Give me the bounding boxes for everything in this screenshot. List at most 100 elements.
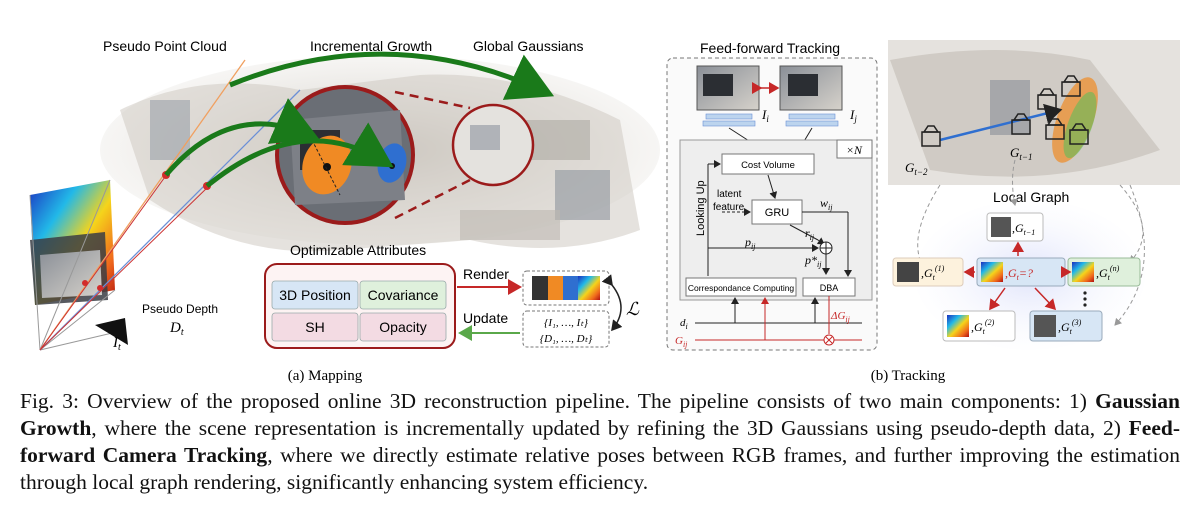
gru-label: GRU [765,207,790,219]
iteration-count: ×N [846,143,863,157]
tracking-panel: Feed-forward Tracking Ii Ij ×N Cost Volu… [666,40,1180,384]
scene-furniture [150,100,190,160]
attr-3d-position [271,280,359,310]
ray-red [39,169,171,351]
green-arrow-2 [205,122,394,188]
graph-link-dashed [1114,184,1145,326]
g-update-x [825,336,833,344]
feed-forward-label: Feed-forward Tracking [700,40,840,56]
camera-icon [1061,75,1081,97]
pose-arrow [939,103,1063,142]
frame-j-label: Ij [849,107,857,124]
frame-i-label: Ii [761,107,769,124]
graph-edge [989,287,1006,311]
gt-set-box [522,310,610,348]
depth-symbol: Dt [169,320,184,338]
node-bl-label: ,Gt(2) [971,318,995,336]
gaussian-center [323,163,331,171]
cv-to-gru [767,174,778,199]
camera-icon [1011,113,1031,135]
ellipsis-dot [1083,297,1087,301]
looking-up-label: Looking Up [695,180,707,236]
gaussian-ellipse [1063,91,1097,159]
attr-label: 3D Position [279,287,351,303]
figure: Pseudo Point Cloud Incremental Growth Gl… [29,38,1180,384]
frame-j-monitor [788,74,818,96]
mapping-panel: Pseudo Point Cloud Incremental Growth Gl… [29,38,660,384]
figure-caption: Fig. 3: Overview of the proposed online … [20,388,1180,496]
correspondence-label: Correspondance Computing [688,283,795,293]
encoder-bar [705,113,753,120]
graph-edge [1034,287,1057,311]
caption-mid1: , where the scene representation is incr… [91,416,1129,440]
node-center-label: ,Gt=? [1005,266,1033,282]
camera-icon [1037,88,1057,110]
r-line [789,224,819,241]
node-br-label: ,Gt(3) [1058,318,1082,336]
caption-term-gaussian-growth: Gaussian Growth [20,389,1180,440]
mapping-subcaption: (a) Mapping [288,368,363,384]
camera-icon [1045,118,1065,140]
correspondence-block [685,277,797,297]
node-thumbnail [897,262,919,282]
node-left-label: ,Gt(1) [921,264,945,282]
gru-block [751,199,803,225]
attr-sh [271,312,359,342]
p-ij-label: pij [744,235,756,251]
frustum-edge [29,194,41,351]
green-arrow-1 [164,98,320,177]
point-marker [82,280,88,286]
attr-covariance [359,280,447,310]
node-thumbnail [981,262,1003,282]
gaussian-center [389,163,395,169]
p-star-label: p*ij [804,253,822,269]
dba-label: DBA [820,283,839,293]
node-thumbnail [1034,315,1056,337]
w-ij-label: wij [820,196,833,212]
scene-floor [460,210,560,240]
zoom-link-top [394,90,471,110]
image-set-label: {I₁, …, Iₜ} [544,317,589,329]
camera-icon [1069,123,1089,145]
gaussian-axis [311,139,341,196]
latent-label-2: feature [713,202,745,213]
caption-term-camera-tracking: Feed-forward Camera Tracking [20,416,1180,467]
tracking-subcaption: (b) Tracking [871,368,946,384]
node-thumbnail [947,315,969,337]
depth-set-label: {D₁, …, Dₜ} [540,333,593,345]
update-label: Update [463,310,508,326]
frame-i-monitor [703,74,733,96]
node-top-label: ,Gt−1 [1012,221,1035,237]
latent-label-1: latent [717,189,742,200]
attr-opacity [359,312,447,342]
node-thumbnail [1072,262,1094,282]
ellipsis-dot [1083,303,1087,307]
ray-orange [39,59,246,351]
green-arrow-global [229,51,555,100]
encoder-bar [788,113,836,120]
incremental-growth-label: Incremental Growth [310,38,432,54]
pseudo-depth-label: Pseudo Depth [142,302,218,316]
caption-prefix: Fig. 3: Overview of the proposed online … [20,389,1096,413]
optimizable-attributes-label: Optimizable Attributes [290,242,426,258]
frustum-edge [39,289,116,351]
node-thumbnail [991,217,1011,237]
encoder-bar [702,120,756,127]
attr-label: Opacity [379,319,426,335]
local-graph-label: Local Graph [993,189,1069,205]
point-marker [97,285,103,291]
global-zoom-content [470,125,500,150]
graph-link-dashed [1009,159,1018,206]
graph-link-dashed [1119,184,1144,263]
attr-label: Covariance [368,287,439,303]
attr-label: SH [305,319,324,335]
delta-g-label: ΔGij [830,310,851,324]
cost-volume-label: Cost Volume [741,160,795,171]
iteration-count-box [836,139,873,159]
ray-red [39,184,211,351]
cost-volume-block [721,153,815,175]
loss-symbol: ℒ [626,299,640,319]
global-gaussians-label: Global Gaussians [473,38,584,54]
d-i-label: di [680,317,688,331]
g-t1-label: Gt−1 [1010,145,1032,162]
